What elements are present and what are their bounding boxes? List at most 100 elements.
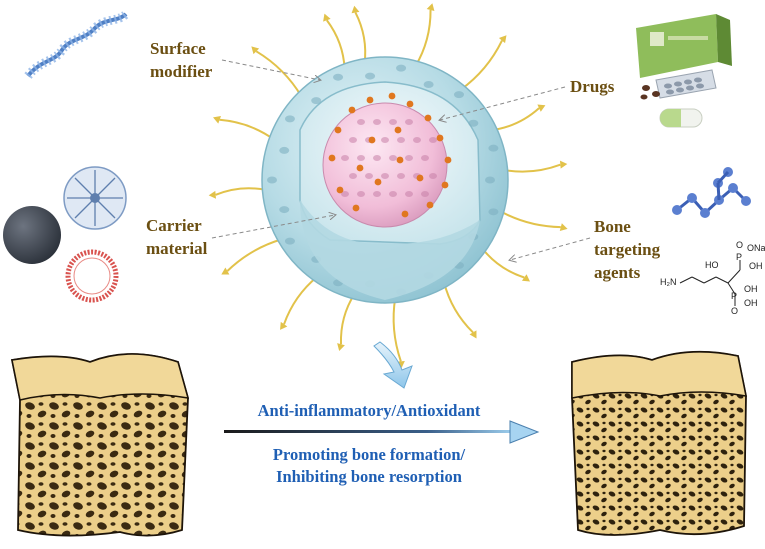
shell-pore	[396, 64, 407, 72]
ligand-arrowhead	[351, 5, 360, 14]
core-pore	[365, 173, 373, 179]
ligand-chain	[491, 107, 540, 132]
core-pore	[357, 119, 365, 125]
ligand-chain	[498, 209, 561, 229]
polymer-chain-icon	[24, 10, 130, 79]
drug-dot	[328, 154, 336, 162]
shell-pore	[488, 144, 499, 152]
ligand-chain	[283, 275, 318, 325]
ligand-chain	[255, 50, 303, 98]
shell-pore	[453, 91, 464, 99]
core-pore	[357, 191, 365, 197]
shell-pore	[333, 73, 344, 81]
chem-p-bot: P	[731, 291, 738, 301]
bone-targeting-label-3: agents	[594, 263, 641, 282]
drug-particles	[328, 92, 452, 218]
core-pore	[341, 155, 349, 161]
core-pore	[429, 173, 437, 179]
core-pore	[373, 191, 381, 197]
ligand-chain	[480, 247, 525, 279]
core-pore	[381, 173, 389, 179]
ligand-chain	[460, 40, 503, 91]
bone-targeting-label-2: targeting	[594, 240, 661, 259]
drugs-label: Drugs	[570, 77, 615, 96]
bisphosphonate-structure	[679, 260, 741, 306]
drug-dot	[426, 201, 434, 209]
chem-p-top: P	[736, 252, 743, 262]
ligand-chain	[219, 118, 275, 141]
core-pore	[397, 173, 405, 179]
drug-dot	[356, 164, 364, 172]
core-pore	[429, 137, 437, 143]
dendrimer-icon	[63, 166, 127, 230]
chem-o-top: O	[736, 240, 744, 250]
drug-dot	[406, 100, 414, 108]
treatment-arrow	[224, 420, 540, 444]
core-pore	[389, 191, 397, 197]
ligand-arrowhead	[221, 267, 230, 275]
osteoporotic-bone-block	[10, 353, 190, 537]
surface-modifier-label-1: Surface	[150, 39, 206, 58]
core-pore	[405, 155, 413, 161]
curved-down-arrow	[373, 341, 413, 389]
bone-targeting-label-1: Bone	[594, 217, 631, 236]
peptide-chain-icon	[672, 167, 751, 218]
drug-dot	[436, 134, 444, 142]
chem-o-bot: O	[731, 306, 739, 316]
chem-ho: HO	[705, 260, 719, 270]
core-pore	[421, 191, 429, 197]
shell-pore	[423, 80, 434, 88]
shell-pore	[485, 176, 495, 184]
ligand-arrowhead	[426, 3, 435, 12]
core-pore	[373, 155, 381, 161]
ligand-arrowhead	[280, 321, 288, 330]
ligand-arrowhead	[251, 46, 260, 55]
healthy-bone-block	[571, 350, 747, 536]
drug-dot	[394, 126, 402, 134]
core-pore	[413, 137, 421, 143]
core-pore	[341, 191, 349, 197]
ligand-chain	[502, 163, 561, 173]
ligand-chain	[392, 297, 402, 362]
drug-dot	[444, 156, 452, 164]
core-pore	[397, 137, 405, 143]
drug-dot	[396, 156, 404, 164]
core-pore	[349, 173, 357, 179]
shell-pore	[468, 119, 479, 127]
drug-dot	[401, 210, 409, 218]
ligand-chain	[354, 12, 367, 64]
carrier-material-label-1: Carrier	[146, 216, 202, 235]
ligand-arrowhead	[323, 13, 331, 22]
ligand-chain	[443, 281, 474, 334]
effect-bone-resorption: Inhibiting bone resorption	[276, 467, 462, 486]
ligand-chain	[414, 9, 432, 67]
chem-oh-3: OH	[744, 298, 758, 308]
ligand-chain	[339, 293, 356, 345]
effect-bone-formation: Promoting bone formation/	[272, 445, 466, 464]
drug-dot	[416, 174, 424, 182]
drug-dot	[366, 96, 374, 104]
core-pore	[421, 155, 429, 161]
drug-dot	[336, 186, 344, 194]
drug-dot	[424, 114, 432, 122]
ligand-arrowhead	[498, 35, 507, 44]
ligand-chain	[215, 187, 268, 196]
chem-oh-2: OH	[744, 284, 758, 294]
callout-lines	[211, 59, 591, 260]
ligand-arrowhead	[208, 190, 216, 199]
core-pore	[405, 191, 413, 197]
ligand-arrowhead	[521, 274, 530, 282]
ligand-arrowhead	[213, 116, 221, 124]
drug-package-icon	[636, 14, 732, 100]
core-pore	[349, 137, 357, 143]
effect-antiinflammatory: Anti-inflammatory/Antioxidant	[257, 401, 481, 420]
ligand-arrowhead	[337, 343, 345, 351]
ligand-arrowhead	[559, 223, 568, 231]
ligand-chain	[226, 238, 284, 272]
ligand-chain	[326, 19, 346, 70]
capsule-icon	[659, 108, 703, 128]
drug-dot	[348, 106, 356, 114]
shell-pore	[488, 208, 499, 216]
liposome-icon	[65, 249, 119, 303]
chem-ona: ONa	[747, 243, 765, 253]
